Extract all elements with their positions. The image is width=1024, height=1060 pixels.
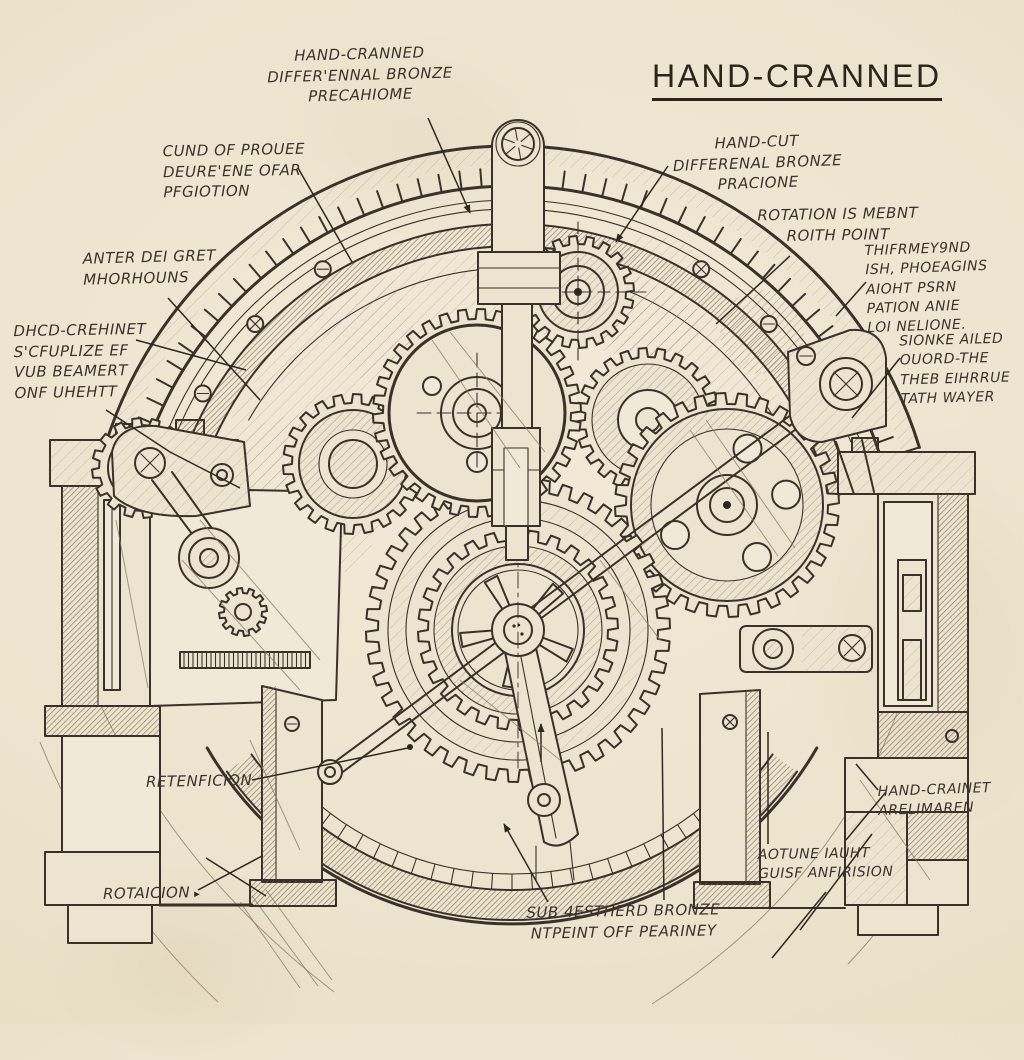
annotation-sionke: SIONKE AILED OUORD-THE THEB EIHRRUE TATH… <box>899 330 1011 408</box>
linkage-arms-and-pendulum <box>317 211 847 881</box>
drawing-title: HAND-CRANNED <box>652 58 942 101</box>
crank-post-and-brackets <box>111 119 931 881</box>
annotation-aotune: AOTUNE IAUHT GUISF ANFIRISION <box>757 845 894 883</box>
annotation-sub-bottom: SUB 4ESTHERD BRONZE NTPEINT OFF PEARINEY <box>526 900 721 943</box>
annotation-hand-crainet: HAND-CRAINET ARELIMAREN <box>877 780 992 820</box>
annotation-retenficion: RETENFICION <box>145 771 253 791</box>
blueprint-page: HAND-CRANNED HAND-CRANNED DIFFER'ENNAL B… <box>13 30 1024 1060</box>
annotation-dhcd: DHCD-CREHINET S'CFUPLIZE EF VUB BEAMERT … <box>13 319 147 403</box>
annotation-leader-lines <box>105 117 901 959</box>
annotation-rotaicion: ROTAICION▸ <box>103 882 201 904</box>
annotation-thifrm: THIFRMEY9ND ISH, PHOEAGINS AIOHT PSRN PA… <box>864 239 988 337</box>
annotation-hand-cut: HAND-CUT DIFFERENAL BRONZE PRACIONE <box>672 131 843 194</box>
mechanism-drawing <box>39 117 976 1005</box>
annotation-anter: ANTER DEI GRET MHORHOUNS <box>82 246 217 289</box>
annotation-cund: CUND OF PROUEE DEURE'ENE OFAR PFGIOTION <box>162 139 306 202</box>
annotation-top-center: HAND-CRANNED DIFFER'ENNAL BRONZE PRECAHI… <box>267 43 453 106</box>
annotation-rotaicion-text: ROTAICION <box>102 883 191 903</box>
rotaicion-arrow-icon: ▸ <box>194 887 201 901</box>
